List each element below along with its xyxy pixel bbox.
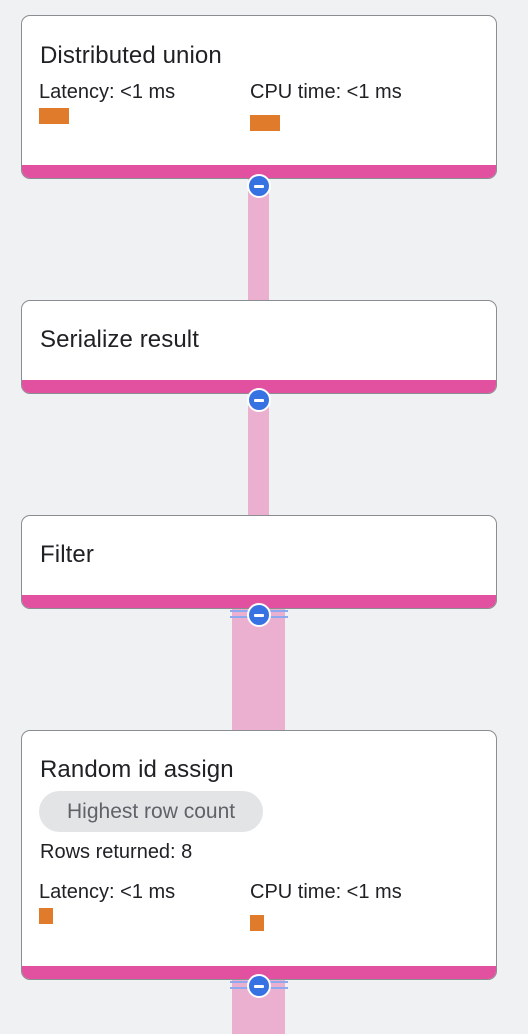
node-accent-bar [22, 165, 496, 178]
minus-circle-icon[interactable] [247, 603, 271, 627]
node-accent-bar [22, 595, 496, 608]
node-title: Distributed union [40, 42, 222, 69]
cpu-time-bar [250, 915, 264, 931]
plan-node-random-id-assign[interactable]: Random id assign Highest row count Rows … [21, 730, 497, 980]
latency-label: Latency: <1 ms [39, 81, 176, 103]
node-title: Filter [40, 541, 94, 568]
minus-circle-icon[interactable] [247, 388, 271, 412]
connector-edge [248, 176, 269, 304]
connector-edge [248, 391, 269, 519]
node-accent-bar [22, 380, 496, 393]
minus-circle-icon[interactable] [247, 174, 271, 198]
plan-node-serialize-result[interactable]: Serialize result [21, 300, 497, 394]
node-title: Serialize result [40, 326, 199, 353]
node-accent-bar [22, 966, 496, 979]
cpu-time-bar [250, 115, 280, 131]
latency-bar [39, 908, 53, 924]
minus-circle-icon[interactable] [247, 974, 271, 998]
rows-returned-text: Rows returned: 8 [40, 841, 193, 863]
latency-label: Latency: <1 ms [39, 881, 176, 903]
cpu-time-label: CPU time: <1 ms [250, 881, 402, 903]
connector-edge [232, 606, 285, 734]
cpu-time-label: CPU time: <1 ms [250, 81, 402, 103]
highest-row-count-badge: Highest row count [39, 791, 264, 832]
latency-bar [39, 108, 69, 124]
plan-node-filter[interactable]: Filter [21, 515, 497, 609]
plan-node-distributed-union[interactable]: Distributed union Latency: <1 ms CPU tim… [21, 15, 497, 179]
node-title: Random id assign [40, 756, 234, 783]
